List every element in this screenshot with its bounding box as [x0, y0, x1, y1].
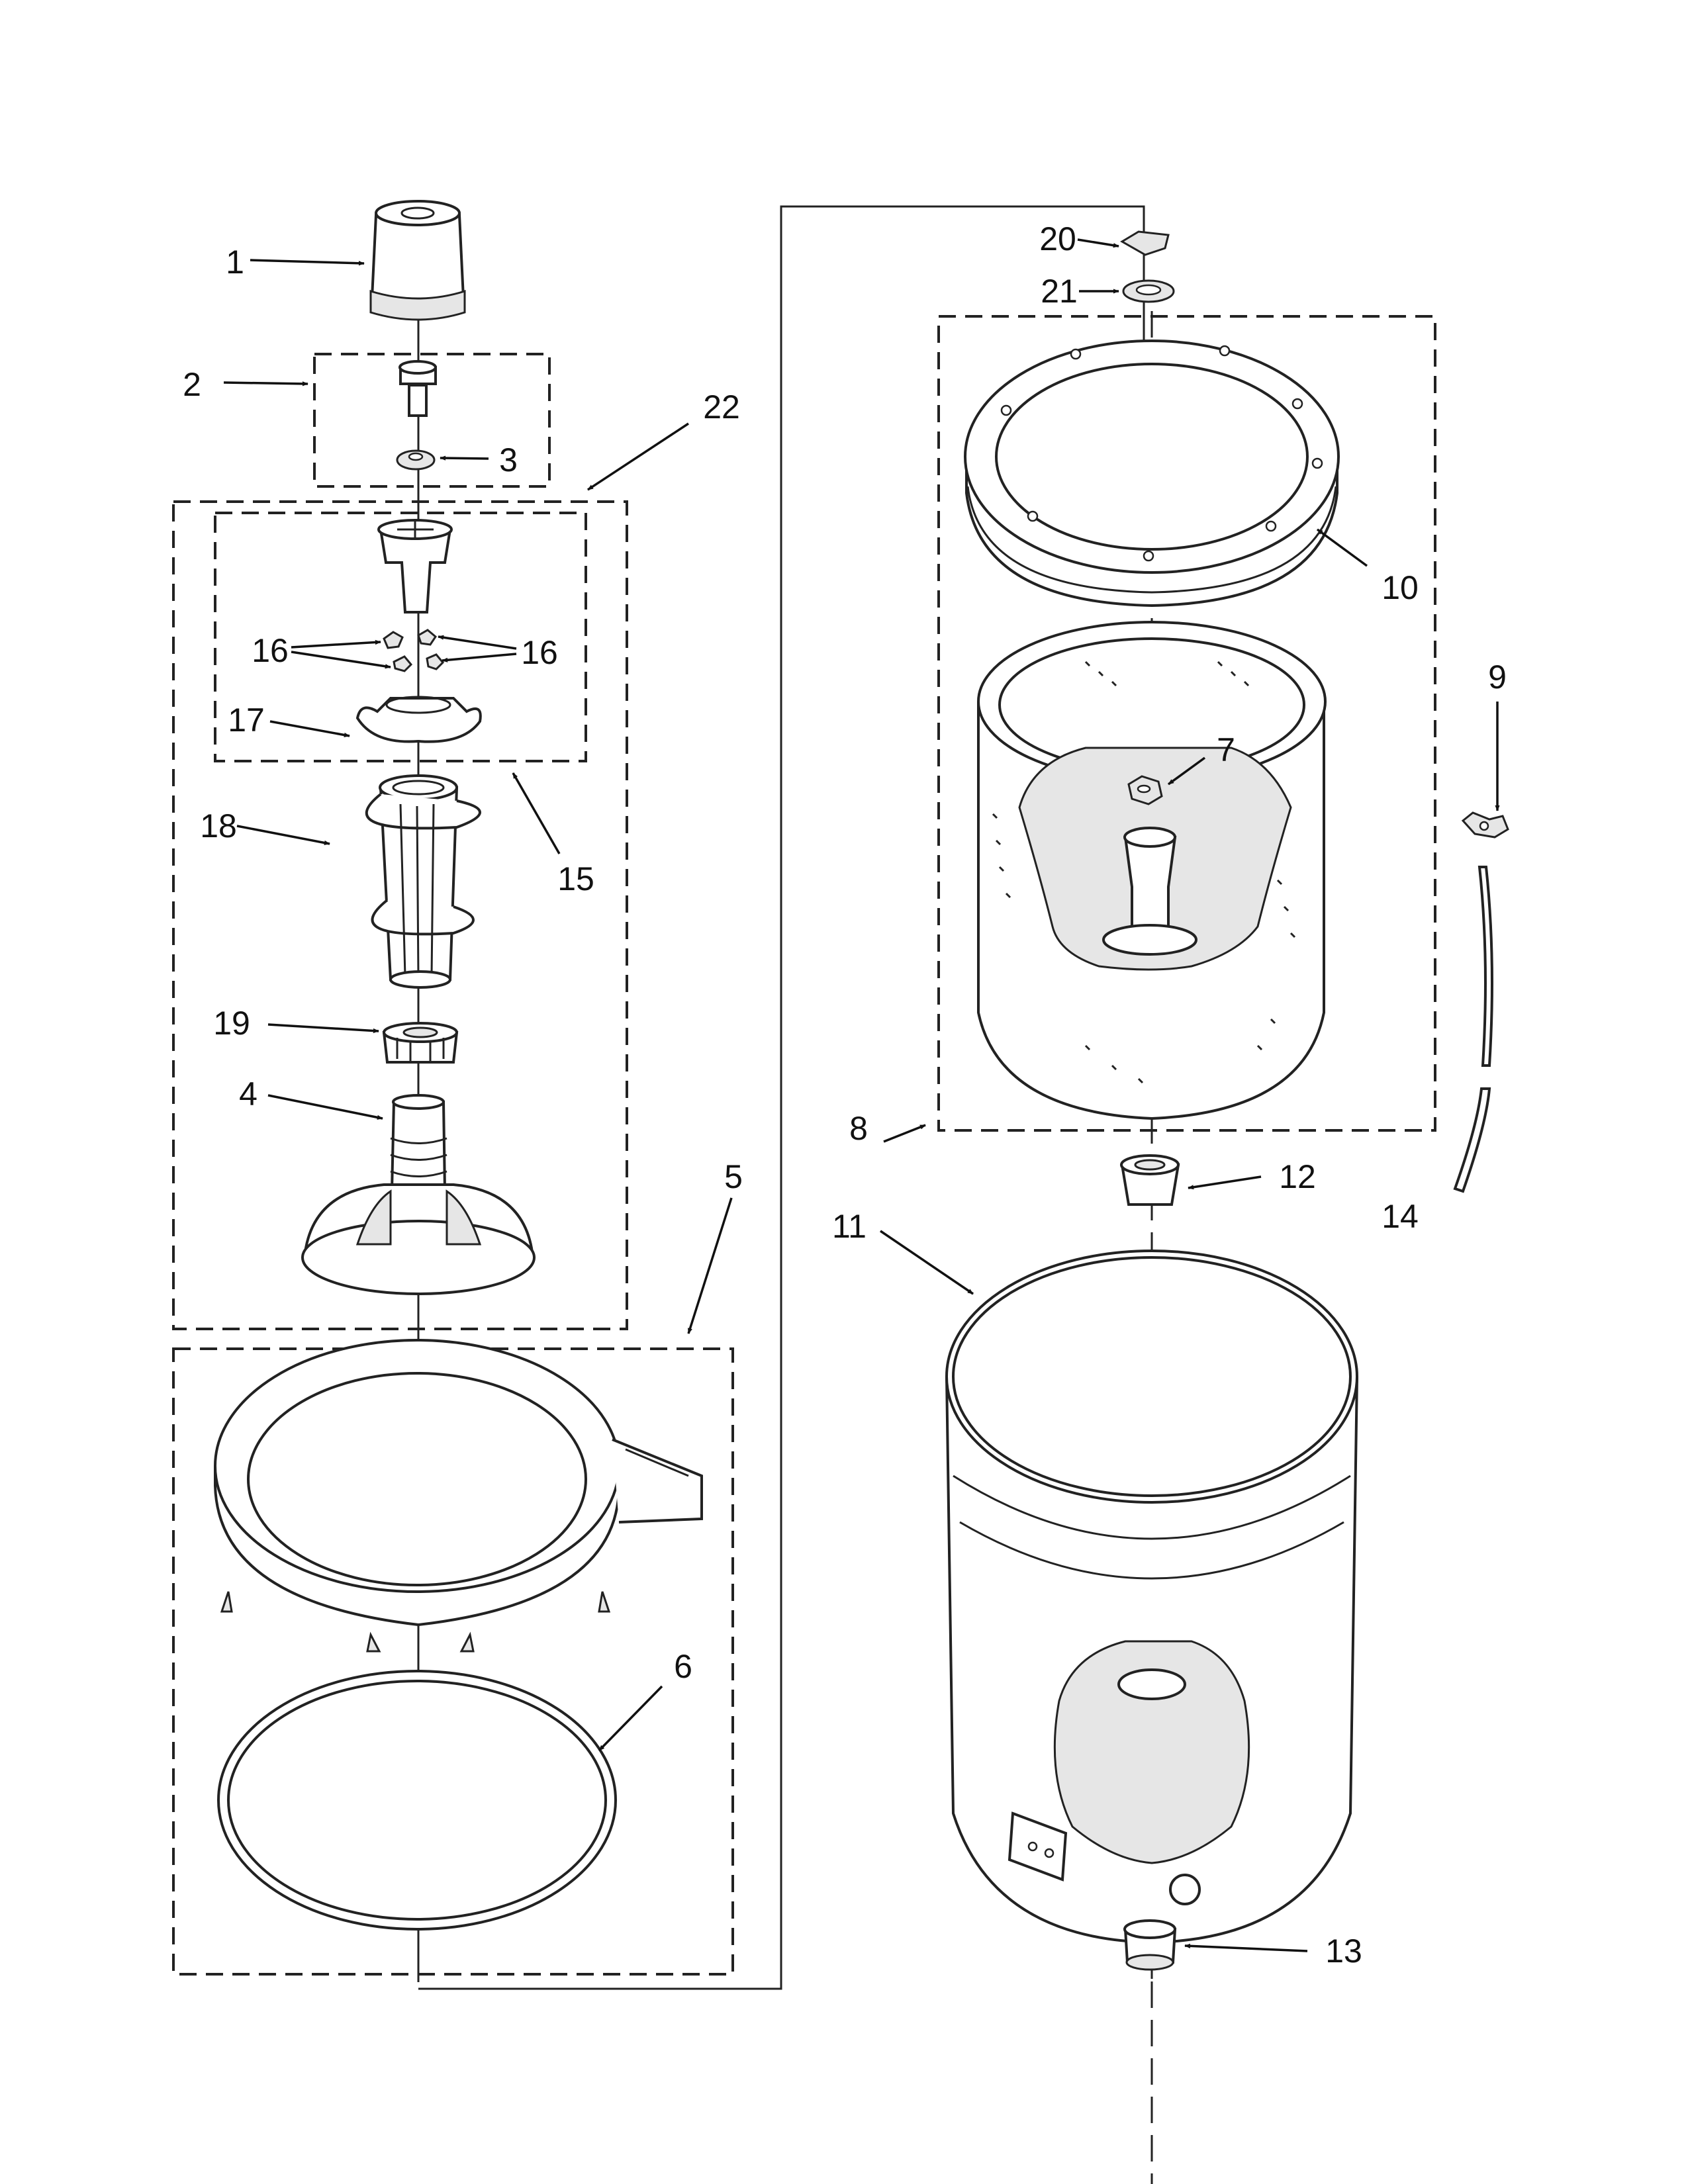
group-box-22 — [172, 500, 628, 1330]
part-12-bushing — [1120, 1154, 1180, 1206]
part-15-agitator-dog-cap — [377, 519, 453, 614]
leader-18 — [236, 825, 330, 846]
part-14-hose — [1453, 866, 1493, 1193]
callout-12: 12 — [1279, 1158, 1316, 1195]
part-3-washer — [396, 449, 436, 471]
part-11-outer-tub — [945, 1250, 1358, 1944]
part-13-drive-block — [1123, 1919, 1177, 1971]
part-7-nut — [1127, 775, 1163, 805]
leader-16a-2 — [291, 651, 391, 669]
leader-12 — [1188, 1175, 1262, 1190]
part-10-balance-ring — [964, 340, 1340, 608]
callout-13: 13 — [1325, 1933, 1362, 1970]
callout-8: 8 — [849, 1110, 868, 1147]
leader-5 — [687, 1197, 733, 1334]
part-8-spin-basket — [977, 621, 1327, 1120]
part-21-gasket — [1122, 279, 1175, 303]
part-4-agitator-base — [301, 1094, 536, 1295]
callout-17: 17 — [228, 702, 265, 739]
part-9-hose-clip — [1461, 811, 1509, 839]
part-20-clip — [1120, 230, 1170, 256]
leader-20 — [1077, 238, 1119, 248]
leader-16b-2 — [442, 653, 517, 662]
callout-6: 6 — [674, 1648, 692, 1685]
callout-15: 15 — [557, 860, 594, 897]
callout-18: 18 — [200, 807, 237, 844]
group-box-15 — [214, 512, 587, 762]
callout-20: 20 — [1039, 220, 1076, 257]
callout-16-right: 16 — [521, 634, 558, 671]
group-box-2 — [313, 353, 551, 488]
part-1-agitator-cap — [369, 200, 466, 321]
callout-14: 14 — [1382, 1198, 1419, 1235]
leader-4 — [267, 1094, 383, 1120]
callout-9: 9 — [1488, 659, 1507, 696]
leader-7 — [1167, 756, 1206, 786]
callout-11: 11 — [832, 1208, 867, 1245]
callout-16-left: 16 — [252, 632, 289, 669]
leader-17 — [269, 720, 350, 738]
leader-1 — [250, 259, 365, 266]
leader-22 — [587, 422, 689, 491]
leader-15 — [512, 772, 561, 854]
callout-3: 3 — [499, 441, 518, 478]
callout-2: 2 — [183, 366, 201, 403]
callout-22: 22 — [703, 388, 740, 426]
leader-10 — [1316, 528, 1368, 567]
leader-3 — [440, 455, 489, 461]
leader-11 — [880, 1230, 974, 1295]
callout-7: 7 — [1217, 731, 1235, 768]
leader-2 — [223, 381, 308, 387]
callout-5: 5 — [724, 1158, 743, 1195]
part-16-dogs — [383, 629, 445, 672]
part-18-auger — [365, 774, 481, 989]
callout-19: 19 — [213, 1005, 250, 1042]
callout-4: 4 — [239, 1075, 258, 1113]
part-5-tub-ring — [214, 1339, 703, 1653]
part-6-tub-seal-ring — [217, 1670, 617, 1931]
part-2-bolt — [399, 360, 437, 417]
group-box-8 — [937, 315, 1436, 1132]
leader-8 — [883, 1124, 926, 1143]
leader-19 — [267, 1023, 379, 1034]
leader-13 — [1184, 1943, 1308, 1952]
leader-6 — [598, 1685, 663, 1752]
callout-21: 21 — [1041, 273, 1078, 310]
callout-10: 10 — [1382, 569, 1419, 606]
callout-1: 1 — [226, 244, 244, 281]
leader-16b-1 — [438, 635, 517, 650]
leader-16a-1 — [291, 639, 381, 649]
part-17-cam — [355, 696, 482, 743]
part-19-clutch — [382, 1022, 459, 1064]
